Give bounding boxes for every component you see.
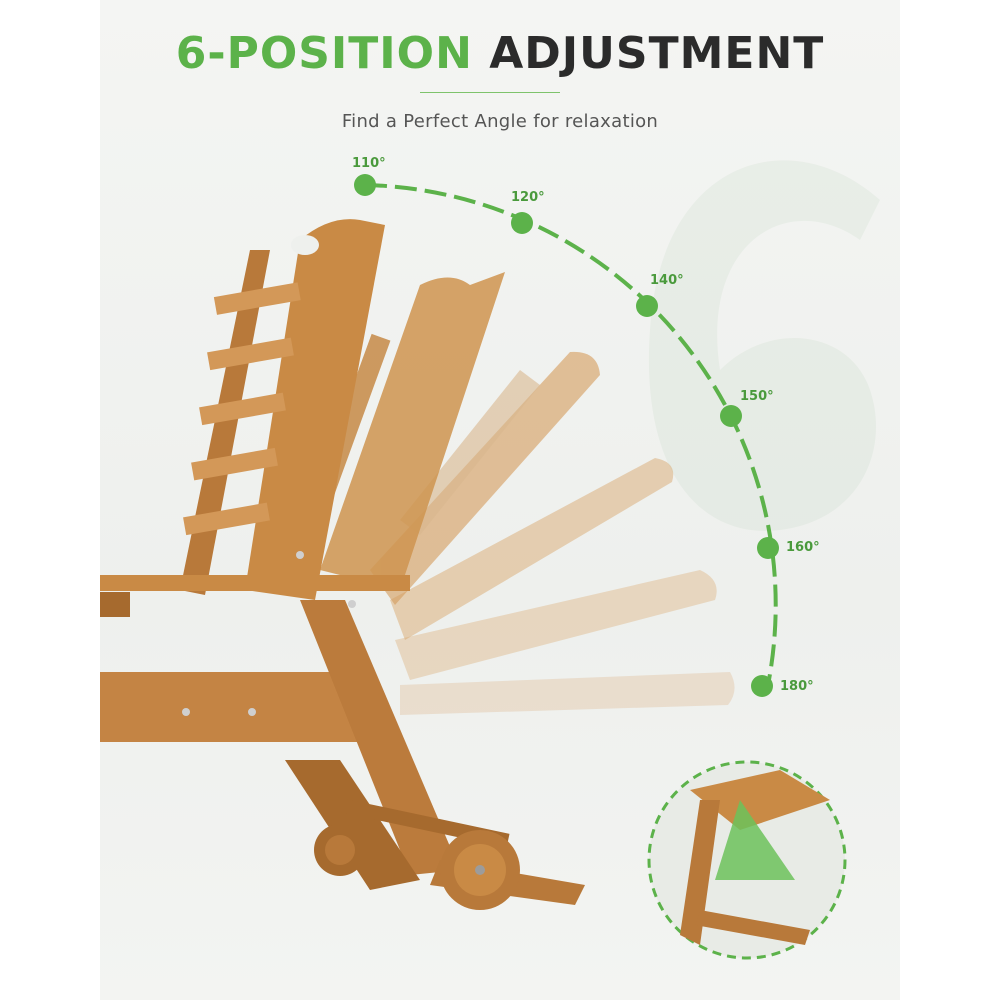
title-accent: 6-POSITION	[175, 28, 473, 79]
angle-dot-150	[720, 405, 742, 427]
subtitle: Find a Perfect Angle for relaxation	[341, 111, 659, 132]
backrest-position-180	[400, 672, 735, 715]
support-bracket-icon	[715, 800, 795, 880]
angle-dot-110	[354, 174, 376, 196]
angle-label-140: 140°	[650, 273, 684, 288]
angle-label-120: 120°	[511, 190, 545, 205]
six-watermark-icon	[648, 160, 880, 531]
lounge-chair	[100, 219, 585, 910]
angle-dot-140	[636, 295, 658, 317]
angle-label-110: 110°	[352, 156, 386, 171]
angle-label-160: 160°	[786, 540, 820, 555]
angle-dots	[354, 174, 779, 697]
page-title: 6-POSITION ADJUSTMENT	[0, 28, 1000, 79]
detail-zoom-inset	[647, 760, 847, 960]
backrest-position-160	[395, 570, 717, 680]
title-divider	[420, 92, 560, 93]
angle-dot-120	[511, 212, 533, 234]
angle-label-150: 150°	[740, 389, 774, 404]
backrest-position-140	[370, 351, 600, 605]
angle-dot-160	[757, 537, 779, 559]
backrest-position-150	[390, 458, 674, 640]
angle-arc	[364, 183, 778, 686]
angle-dot-180	[751, 675, 773, 697]
angle-label-180: 180°	[780, 679, 814, 694]
title-rest: ADJUSTMENT	[489, 28, 825, 79]
